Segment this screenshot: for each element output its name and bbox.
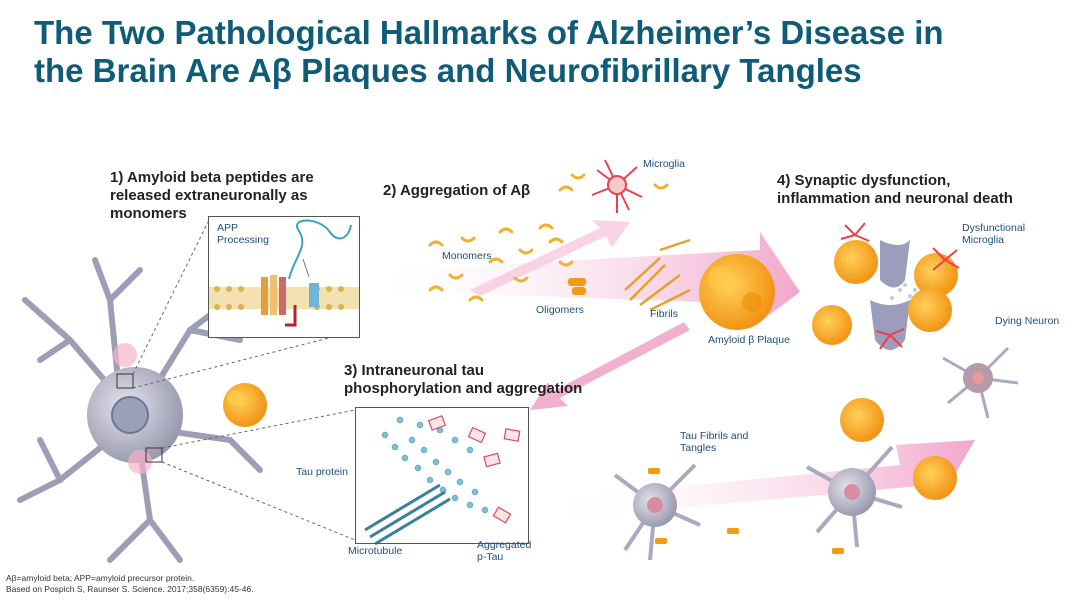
dying-neuron: [942, 346, 1019, 419]
label-tau-fibrils-line-2: Tangles: [680, 442, 717, 454]
label-aggregated-ptau: Aggregated p-Tau: [477, 539, 531, 563]
step-2-label: 2) Aggregation of Aβ: [383, 182, 530, 200]
plaque-lower: [840, 398, 884, 442]
arrow-to-tau-step: [530, 322, 690, 410]
slide-title: The Two Pathological Hallmarks of Alzhei…: [34, 14, 1064, 90]
step-4-label: 4) Synaptic dysfunction, inflammation an…: [777, 172, 1013, 208]
label-processing: Processing: [217, 234, 269, 246]
label-app-processing: APP Processing: [217, 222, 269, 246]
step-3-line-1: 3) Intraneuronal tau: [344, 362, 485, 379]
footnote-line-1: Aβ=amyloid beta; APP=amyloid precursor p…: [6, 573, 195, 583]
plaque-lower-right: [913, 456, 957, 500]
arrow-to-dying-neuron: [540, 440, 975, 520]
title-line-2: the Brain Are Aβ Plaques and Neurofibril…: [34, 52, 862, 89]
neuron-left: [17, 257, 263, 563]
tau-tangle-marks: [648, 468, 844, 554]
step-4-line-2: inflammation and neuronal death: [777, 190, 1013, 207]
step-4-line-1: 4) Synaptic dysfunction,: [777, 172, 951, 189]
title-line-1: The Two Pathological Hallmarks of Alzhei…: [34, 14, 944, 51]
fibrils-shape: [624, 238, 691, 312]
label-tau-fibrils-line-1: Tau Fibrils and: [680, 430, 749, 442]
label-microtubule: Microtubule: [348, 545, 403, 557]
label-amyloid-plaque: Amyloid β Plaque: [708, 334, 790, 346]
microglia-top: [591, 159, 643, 213]
label-microglia-2: Microglia: [962, 234, 1005, 246]
step-3-label: 3) Intraneuronal tau phosphorylation and…: [344, 362, 582, 398]
tau-diagram: [364, 415, 521, 546]
step-1-line-1: 1) Amyloid beta peptides are: [110, 169, 314, 186]
amyloid-plaque-main: [699, 254, 775, 330]
arrow-to-microglia: [470, 220, 630, 296]
neuron-nucleus: [111, 396, 149, 434]
step-1-line-2: released extraneuronally as: [110, 187, 308, 204]
step-2-line-1: 2) Aggregation of Aβ: [383, 182, 531, 199]
neuron-lower-middle: [613, 463, 701, 561]
tau-box: [355, 407, 529, 544]
step-3-line-2: phosphorylation and aggregation: [344, 380, 583, 397]
label-dying-neuron: Dying Neuron: [995, 315, 1060, 327]
step-1-line-3: monomers: [110, 205, 187, 222]
monomers: [428, 173, 669, 302]
label-tau-protein: Tau protein: [296, 466, 348, 478]
label-monomers: Monomers: [442, 250, 492, 262]
neuron-lower-right: [806, 445, 903, 548]
app-processing-box: [208, 216, 360, 338]
membrane-illustration: [209, 219, 359, 327]
label-ptau: p-Tau: [477, 551, 504, 563]
label-tau-fibrils: Tau Fibrils and Tangles: [680, 430, 748, 454]
label-fibrils: Fibrils: [650, 308, 678, 320]
step-1-label: 1) Amyloid beta peptides are released ex…: [110, 169, 314, 223]
plaque-left: [223, 383, 267, 427]
label-dysfunctional-microglia: Dysfunctional Microglia: [962, 222, 1025, 246]
label-aggregated: Aggregated: [477, 539, 532, 551]
abeta-pathway-arrow: [360, 232, 800, 322]
label-microglia: Microglia: [643, 158, 686, 170]
oligomers-shape: [568, 278, 586, 295]
footnote-line-2: Based on Pospich S, Raunser S. Science. …: [6, 583, 254, 594]
synapse-region: [812, 222, 960, 350]
label-oligomers: Oligomers: [536, 304, 584, 316]
label-app: APP: [217, 222, 239, 234]
label-dysfunctional: Dysfunctional: [962, 222, 1026, 234]
footnote: Aβ=amyloid beta; APP=amyloid precursor p…: [6, 573, 254, 594]
